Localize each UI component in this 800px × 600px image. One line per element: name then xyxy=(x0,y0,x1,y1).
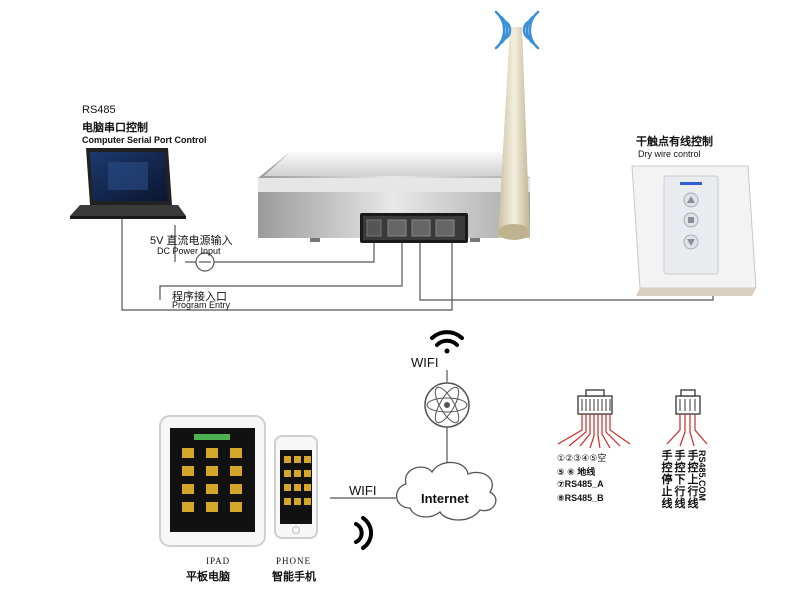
antenna-signal-icon xyxy=(494,10,540,50)
phone-illustration xyxy=(274,435,318,539)
pinout-left-line3: ⑦RS485_A xyxy=(557,479,604,489)
serial-control-en: Computer Serial Port Control xyxy=(82,135,207,145)
rj45-connector-right xyxy=(666,389,708,447)
program-entry-cn: 程序接入口 xyxy=(172,291,227,303)
program-entry-en: Program Entry xyxy=(172,300,231,310)
ipad-illustration xyxy=(159,415,266,547)
power-input-cn: 5V 直流电源输入 xyxy=(150,235,233,247)
ipad-label-cn: 平板电脑 xyxy=(186,571,230,583)
pinout-right-com: RS485.COM xyxy=(697,450,707,502)
pinout-left-line1: ①②③④⑤空 xyxy=(557,453,607,463)
rj45-connector-left xyxy=(557,389,631,449)
globe-icon xyxy=(424,382,470,428)
serial-cable xyxy=(121,219,453,311)
wifi-icon xyxy=(430,330,464,354)
router-illustration xyxy=(258,27,530,243)
pinout-left-line4: ⑧RS485_B xyxy=(557,493,604,503)
wires xyxy=(121,219,714,465)
wifi-label-side: WIFI xyxy=(349,483,377,498)
pinout-right-stop-line: 手控停止线 xyxy=(661,450,673,510)
pinout-right-down-line: 手控下行线 xyxy=(674,450,686,510)
dry-wire-cn: 干触点有线控制 xyxy=(636,136,713,148)
wifi-signal-icon xyxy=(354,516,373,550)
internet-label: Internet xyxy=(421,491,469,506)
phone-label-cn: 智能手机 xyxy=(272,571,316,583)
power-input-en: DC Power Input xyxy=(157,246,221,256)
laptop-illustration xyxy=(70,148,186,219)
phone-label-en: PHONE xyxy=(276,556,312,566)
dry-wire-en: Dry wire control xyxy=(638,149,701,159)
wall-switch-illustration xyxy=(631,165,757,296)
power-connector-icon xyxy=(195,252,215,272)
rs485-title: RS485 xyxy=(82,104,116,116)
internet-cloud-icon xyxy=(396,461,497,521)
wifi-label-top: WIFI xyxy=(411,355,439,370)
pinout-right-up-line: 手控上行线 xyxy=(687,450,699,510)
ipad-label-en: IPAD xyxy=(206,556,231,566)
program-cable xyxy=(159,240,403,300)
serial-control-cn: 电脑串口控制 xyxy=(82,122,148,134)
pinout-left-line2: ⑤ ⑥ 地线 xyxy=(557,467,596,477)
power-cable xyxy=(185,240,375,263)
